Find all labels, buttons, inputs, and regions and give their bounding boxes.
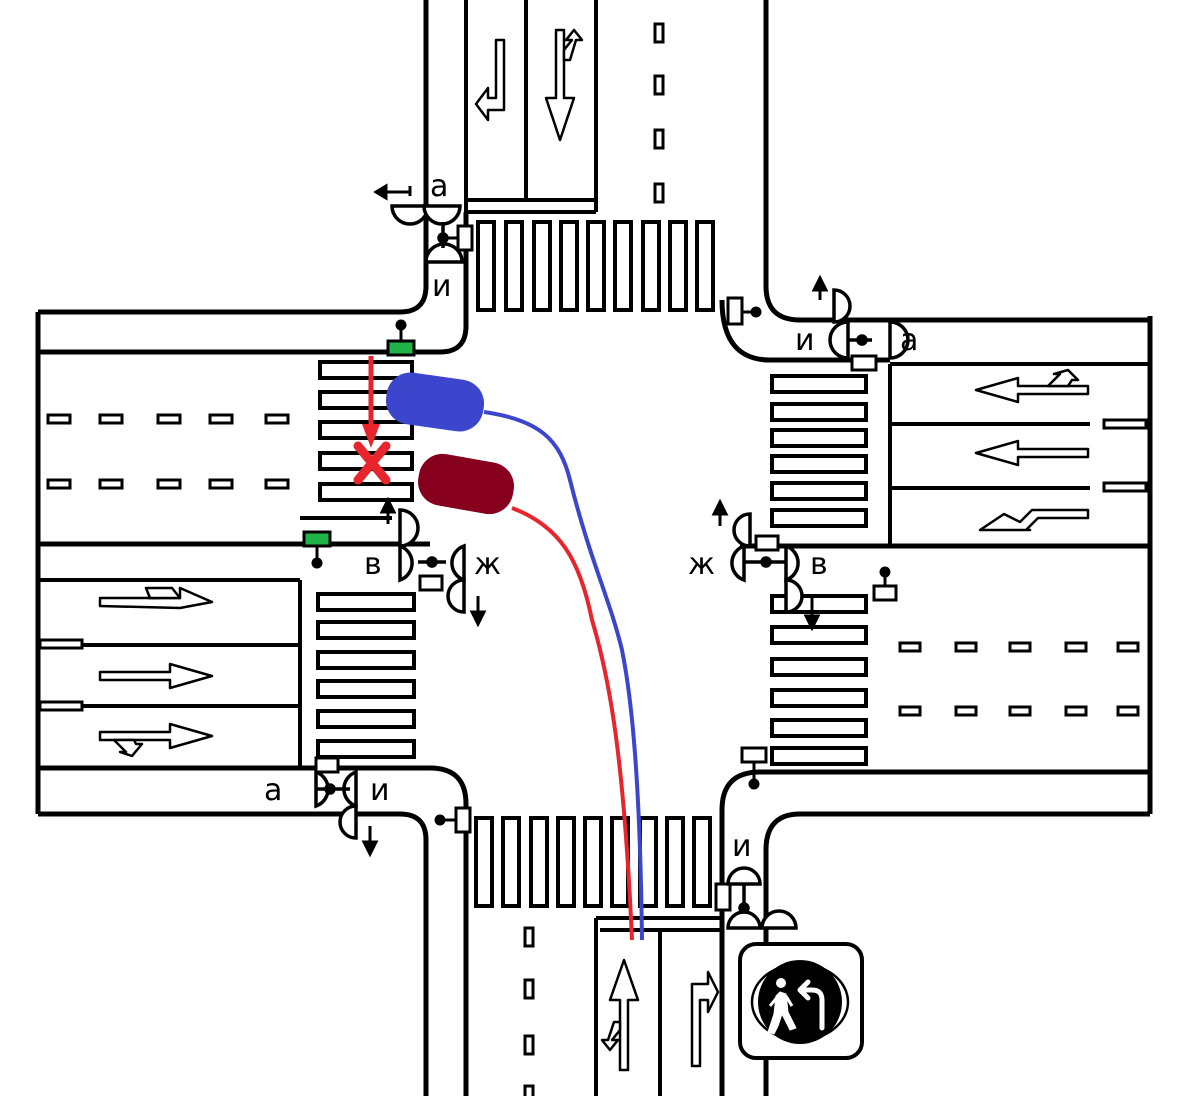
label-ne-right: а — [900, 323, 918, 358]
red-vehicle-path — [511, 506, 634, 941]
road-edges — [35, 0, 1153, 1096]
conflict-mark-icon — [353, 441, 391, 485]
label-nw-bottom: и — [432, 269, 452, 304]
crosswalk-east — [770, 374, 868, 766]
arrow-west-straight-icon — [98, 662, 214, 690]
red-car — [418, 453, 514, 515]
crosswalk-north — [476, 220, 715, 312]
blue-vehicle-path — [483, 410, 644, 941]
arrow-south-straight-left-icon — [600, 958, 640, 1072]
arrow-south-right-icon — [690, 970, 720, 1068]
arrow-west-straight-left-icon — [98, 586, 214, 610]
label-sw-left: а — [264, 773, 282, 808]
label-w-left: в — [364, 547, 382, 582]
arrow-west-straight-right-icon — [98, 722, 214, 758]
signal-heads — [314, 204, 910, 930]
lane-arrows — [98, 28, 1090, 1072]
crosswalk-south — [474, 816, 712, 908]
left-turn-arrow-icon — [797, 979, 825, 1031]
pedestrian-path-arrow — [362, 356, 380, 448]
label-ne-left: и — [795, 323, 815, 358]
arrow-east-straight-icon — [974, 439, 1090, 467]
label-e-right: в — [810, 547, 828, 582]
arrow-north-left-icon — [474, 38, 506, 122]
signal-labels: а и и а в ж ж в а и и — [264, 169, 918, 864]
arrow-north-straight-right-icon — [544, 28, 584, 142]
pedestrian-icon — [767, 978, 797, 1035]
signal-direction-arrows — [361, 183, 829, 858]
label-w-right: ж — [474, 547, 501, 582]
blue-car — [385, 372, 485, 432]
arrow-east-straight-left-icon — [974, 368, 1090, 404]
dash-markings — [38, 22, 1148, 1096]
label-e-left: ж — [688, 547, 715, 582]
label-sw-right: и — [370, 773, 390, 808]
signal-boxes — [302, 224, 898, 912]
lane-lines — [38, 0, 1150, 1096]
label-nw-top: а — [430, 169, 448, 204]
label-se-top: и — [732, 829, 752, 864]
arrow-east-left-icon — [978, 508, 1090, 532]
pedestrian-left-turn-signal — [738, 942, 864, 1060]
